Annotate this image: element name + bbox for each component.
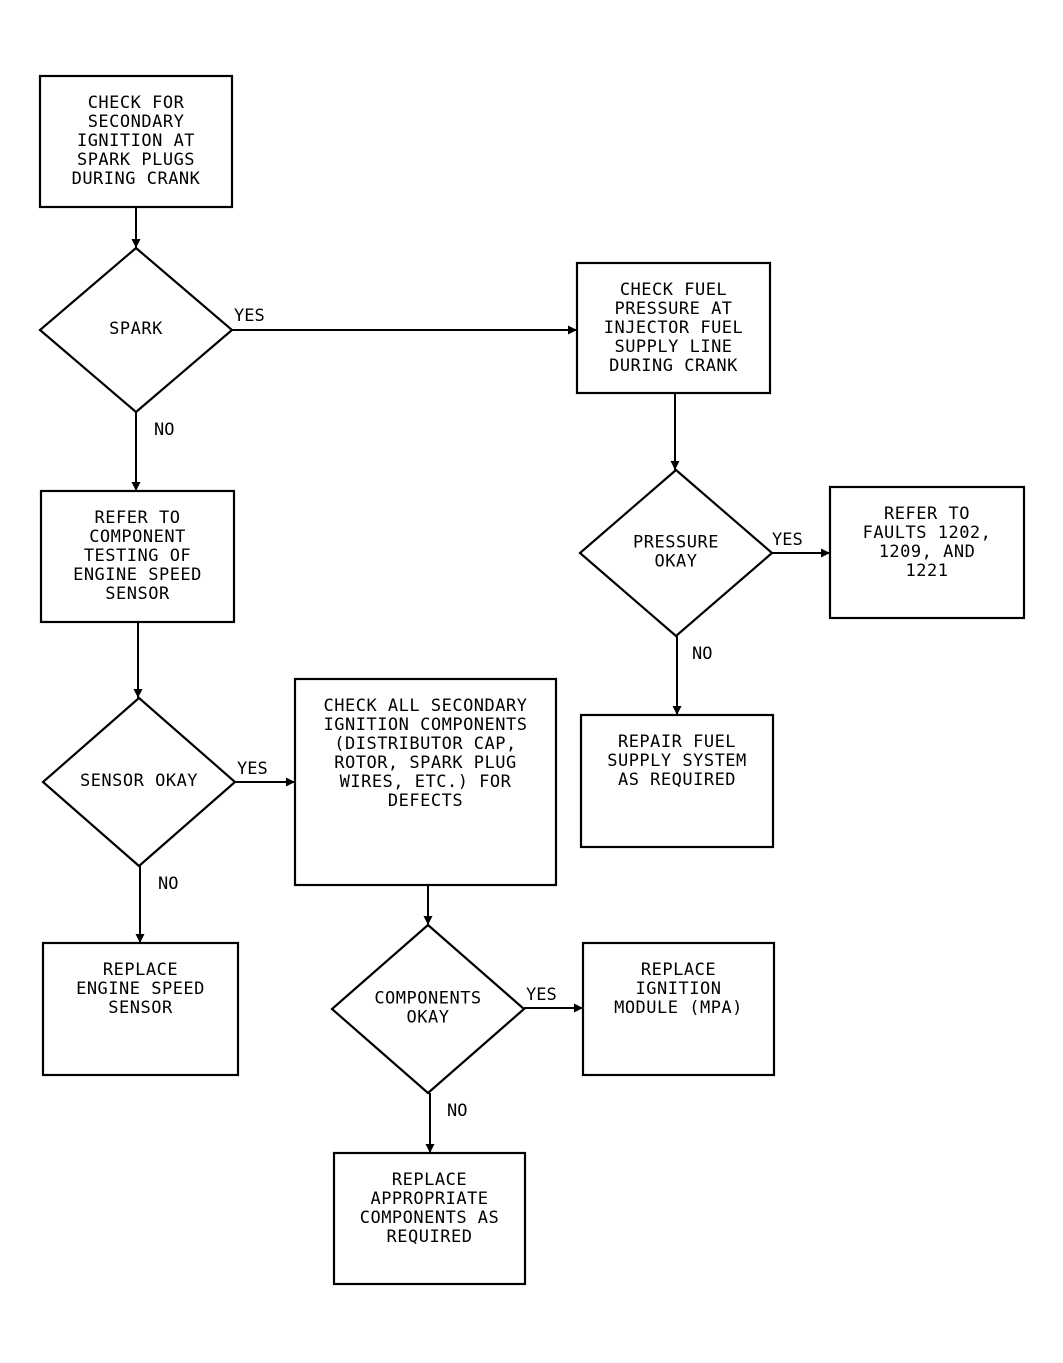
refer-faults-label-line: 1221 <box>906 561 949 581</box>
pressure-okay-to-repair-fuel-connector: NO <box>672 636 712 715</box>
refer-faults-box <box>828 485 1026 620</box>
check-secondary-label-line: SPARK PLUGS <box>77 150 195 170</box>
check-all-label-line: ROTOR, SPARK PLUG <box>334 753 517 773</box>
check-secondary-label-line: CHECK FOR <box>88 93 185 113</box>
repair-fuel-box <box>579 713 775 849</box>
spark-label-line: SPARK <box>109 319 163 339</box>
replace-components-label-line: REQUIRED <box>387 1227 473 1247</box>
check-all-label-line: DEFECTS <box>388 791 463 811</box>
pressure-okay-label-line: OKAY <box>655 552 698 572</box>
refer-faults-label-line: 1209, AND <box>879 542 976 562</box>
check-all-label-line: IGNITION COMPONENTS <box>324 715 528 735</box>
pressure-okay-diamond <box>578 468 774 638</box>
spark-to-refer-sensor-connector: NO <box>131 412 174 491</box>
connector-label-yes: YES <box>772 530 803 550</box>
replace-sensor-label-line: ENGINE SPEED <box>76 979 205 999</box>
refer-faults-label-line: FAULTS 1202, <box>863 523 992 543</box>
refer-sensor-label-line: TESTING OF <box>84 546 191 566</box>
refer-sensor-label-line: REFER TO <box>95 508 181 528</box>
repair-fuel-label-line: AS REQUIRED <box>618 770 736 790</box>
replace-sensor-label-line: SENSOR <box>108 998 173 1018</box>
connector-label-no: NO <box>154 420 174 440</box>
check-fuel-label-line: DURING CRANK <box>609 356 738 376</box>
check-all-label-line: (DISTRIBUTOR CAP, <box>334 734 517 754</box>
replace-components-label-line: APPROPRIATE <box>370 1189 488 1209</box>
refer-sensor-label-line: SENSOR <box>105 584 170 604</box>
spark-node: SPARK <box>38 246 234 414</box>
connector-label-no: NO <box>692 644 712 664</box>
check-secondary-label-line: SECONDARY <box>88 112 185 132</box>
check-secondary-box <box>38 74 234 209</box>
sensor-okay-node: SENSOR OKAY <box>41 696 237 868</box>
components-okay-label-line: COMPONENTS <box>374 989 481 1009</box>
sensor-okay-diamond <box>41 696 237 868</box>
check-secondary-label-line: IGNITION AT <box>77 131 195 151</box>
refer-sensor-label-line: ENGINE SPEED <box>73 565 202 585</box>
replace-module-box <box>581 941 776 1077</box>
check-all-label-line: WIRES, ETC.) FOR <box>340 772 512 792</box>
replace-module-label-line: IGNITION <box>636 979 722 999</box>
pressure-okay-label-line: PRESSURE <box>633 533 719 553</box>
repair-fuel-label-line: SUPPLY SYSTEM <box>607 751 747 771</box>
check-fuel-label-line: INJECTOR FUEL <box>604 318 744 338</box>
check-all-box <box>293 677 558 887</box>
check-fuel-label-line: CHECK FUEL <box>620 280 727 300</box>
replace-sensor-label-line: REPLACE <box>103 960 178 980</box>
connector-label-no: NO <box>447 1101 467 1121</box>
replace-sensor-box <box>41 941 240 1077</box>
connectors: YES NO YES NO YES NO YES NO <box>131 207 830 1153</box>
connector-label-yes: YES <box>526 985 557 1005</box>
refer-sensor-box <box>39 489 236 624</box>
replace-module-label-line: MODULE (MPA) <box>614 998 743 1018</box>
components-okay-label-line: OKAY <box>407 1008 450 1028</box>
replace-components-label-line: COMPONENTS AS <box>360 1208 500 1228</box>
refer-faults-label-line: REFER TO <box>884 504 970 524</box>
check-fuel-label-line: SUPPLY LINE <box>614 337 732 357</box>
check-fuel-label-line: PRESSURE AT <box>614 299 732 319</box>
replace-module-label-line: REPLACE <box>641 960 716 980</box>
refer-sensor-label-line: COMPONENT <box>89 527 186 547</box>
check-secondary-label-line: DURING CRANK <box>72 169 201 189</box>
spark-diamond <box>38 246 234 414</box>
check-all-label-line: CHECK ALL SECONDARY <box>324 696 528 716</box>
replace-components-label-line: REPLACE <box>392 1170 467 1190</box>
replace-components-box <box>332 1151 527 1286</box>
components-okay-to-replace-module-connector: YES <box>524 985 583 1013</box>
repair-fuel-label-line: REPAIR FUEL <box>618 732 736 752</box>
components-okay-to-replace-components-connector: NO <box>425 1093 467 1153</box>
sensor-okay-to-replace-sensor-connector: NO <box>135 866 178 943</box>
connector-label-yes: YES <box>237 759 268 779</box>
pressure-okay-to-refer-faults-connector: YES <box>772 530 830 558</box>
connector-label-yes: YES <box>234 306 265 326</box>
check-fuel-box <box>575 261 772 395</box>
connector-label-no: NO <box>158 874 178 894</box>
sensor-okay-label-line: SENSOR OKAY <box>80 771 198 791</box>
spark-to-check-fuel-connector: YES <box>232 306 577 335</box>
sensor-okay-to-check-all-connector: YES <box>235 759 295 787</box>
components-okay-diamond <box>330 923 526 1095</box>
